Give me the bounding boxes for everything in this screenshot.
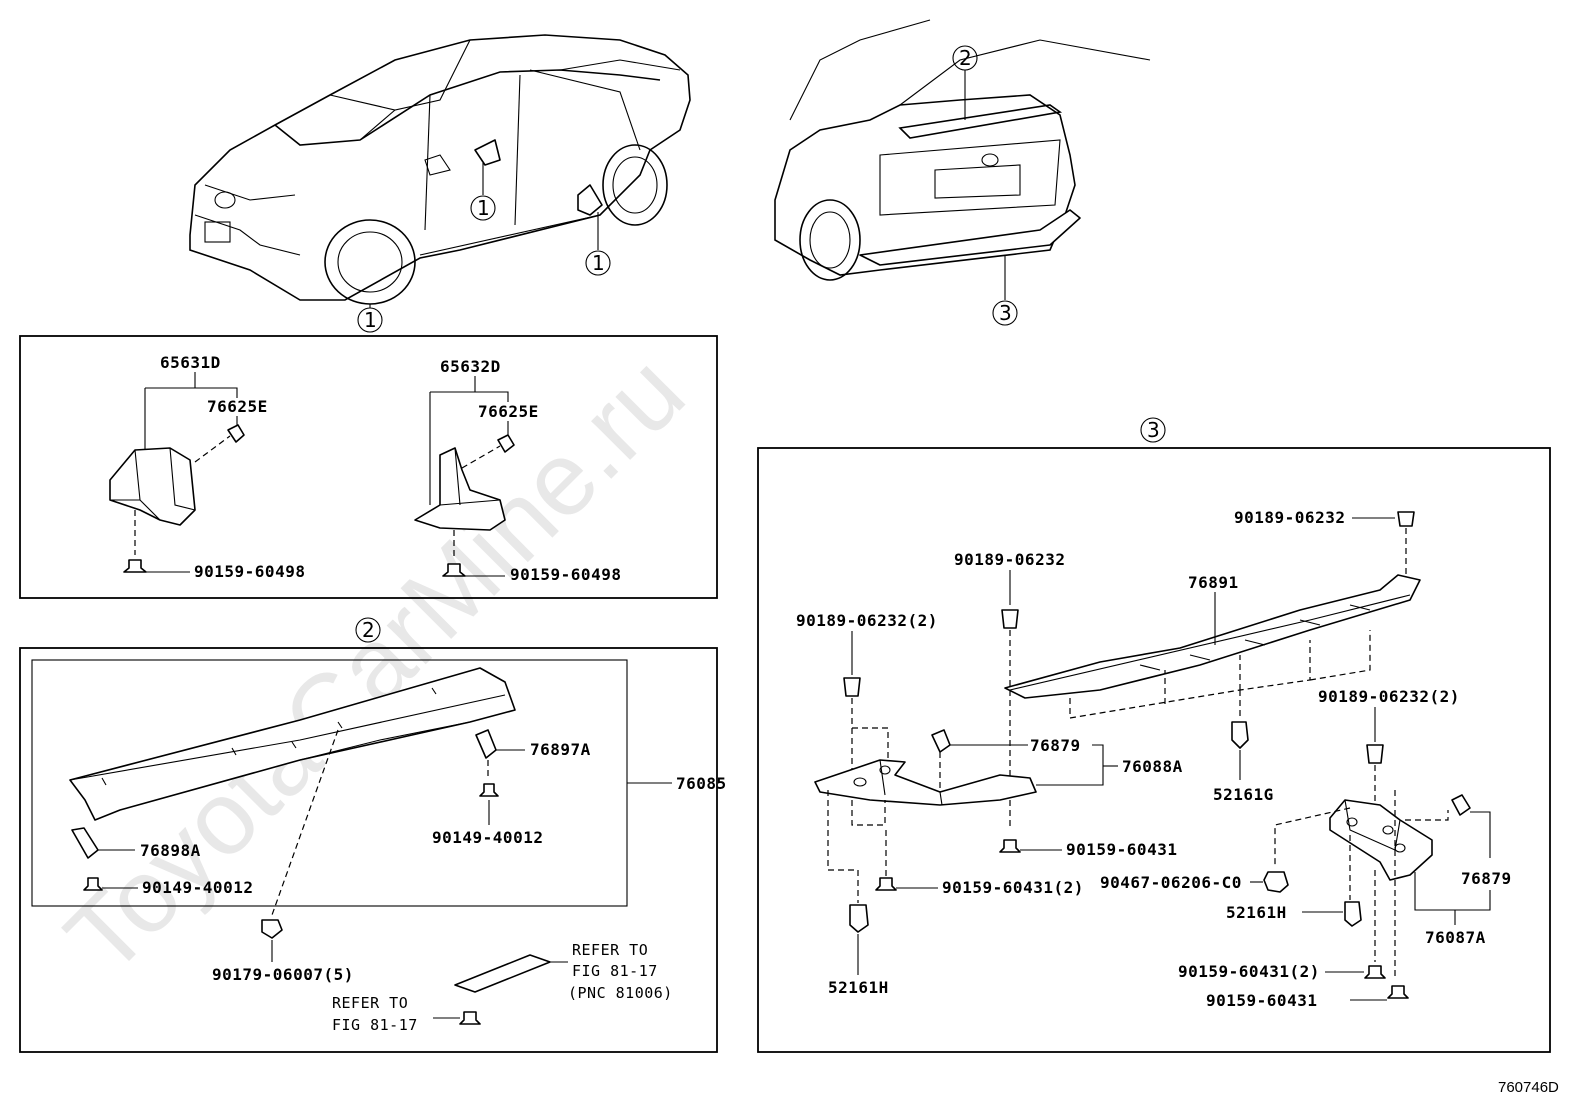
section-2-frame [19, 647, 718, 1053]
pn-76897a: 76897A [530, 740, 591, 759]
callout-1-label: 1 [477, 196, 490, 220]
callout-2-label: 2 [362, 618, 375, 642]
pn-90467-06206-c0: 90467-06206-C0 [1100, 873, 1242, 892]
clip-90189-06232 [1397, 511, 1415, 527]
pn-76891: 76891 [1188, 573, 1239, 592]
pn-65632d: 65632D [440, 357, 501, 376]
callout-3-marker [1140, 417, 1166, 443]
screw-90159-60431 [999, 839, 1021, 853]
refer-left-line1: REFER TO [332, 994, 408, 1012]
pn-90149-40012-left: 90149-40012 [142, 878, 253, 897]
pn-90189-06232-top-right: 90189-06232 [1234, 508, 1345, 527]
screw-90159-60431 [875, 877, 897, 891]
pn-90179-06007: 90179-06007(5) [212, 965, 354, 984]
pn-76088a: 76088A [1122, 757, 1183, 776]
callout-1-label: 1 [592, 251, 605, 275]
pn-76898a: 76898A [140, 841, 201, 860]
section-3-frame [757, 447, 1551, 1053]
pn-90149-40012-right: 90149-40012 [432, 828, 543, 847]
screw-ref [459, 1011, 481, 1025]
pn-65631d: 65631D [160, 353, 221, 372]
car-rear-illustration [774, 19, 1151, 300]
bracket-65631d [109, 447, 196, 526]
callout-1-marker [585, 250, 611, 276]
bracket-76088a [814, 759, 1037, 806]
callout-3-marker [992, 300, 1018, 326]
clip-76625e [227, 424, 245, 443]
pn-76087a: 76087A [1425, 928, 1486, 947]
screw-90159-60431 [1364, 965, 1386, 979]
screw-90149-40012 [83, 877, 103, 891]
diagram-code: 760746D [1498, 1079, 1559, 1096]
clip-90189-06232 [1001, 609, 1019, 629]
pn-90159-60498-left: 90159-60498 [194, 562, 305, 581]
pn-52161h-left: 52161H [828, 978, 889, 997]
bracket-76897a [475, 729, 497, 759]
clip-76625e [497, 434, 515, 453]
callout-1-marker [357, 307, 383, 333]
clip-52161h [849, 904, 869, 933]
refer-right-line2: FIG 81-17 [572, 962, 658, 980]
pn-90159-60431-right-2: 90159-60431(2) [1178, 962, 1320, 981]
pn-90159-60431-left-2: 90159-60431(2) [942, 878, 1084, 897]
pn-76625e-left: 76625E [207, 397, 268, 416]
refer-right-line3: (PNC 81006) [568, 984, 673, 1002]
clip-52161h [1344, 901, 1362, 927]
bracket-76898a [71, 827, 99, 859]
retainer-76879 [1451, 794, 1471, 816]
bracket-76087a [1329, 799, 1433, 881]
spoiler-76085 [69, 667, 516, 821]
pn-52161h-right: 52161H [1226, 903, 1287, 922]
nut-90467-06206-c0 [1263, 871, 1289, 893]
callout-2-marker [952, 45, 978, 71]
clip-52161g [1231, 721, 1249, 749]
callout-3-label: 3 [999, 301, 1012, 325]
nut-90179-06007 [261, 919, 283, 939]
callout-2-marker [355, 617, 381, 643]
pn-76625e-right: 76625E [478, 402, 539, 421]
screw-90159-60431 [1387, 985, 1409, 999]
retainer-76879 [931, 729, 951, 753]
clip-90189-06232 [1366, 744, 1384, 764]
cover-76891 [1004, 574, 1421, 699]
lamp-ref-81006 [454, 954, 551, 993]
callout-1-marker [470, 195, 496, 221]
pn-90189-06232-mid: 90189-06232 [954, 550, 1065, 569]
clip-90189-06232 [843, 677, 861, 697]
callout-1-label: 1 [364, 308, 377, 332]
bolt-90159-60498 [123, 559, 147, 573]
pn-76879-right: 76879 [1461, 869, 1512, 888]
pn-52161g: 52161G [1213, 785, 1274, 804]
pn-76085: 76085 [676, 774, 727, 793]
screw-90149-40012 [479, 783, 499, 797]
pn-90159-60431-right: 90159-60431 [1206, 991, 1317, 1010]
callout-2-label: 2 [959, 46, 972, 70]
section-1-frame [19, 335, 718, 599]
pn-90159-60498-right: 90159-60498 [510, 565, 621, 584]
refer-right-line1: REFER TO [572, 941, 648, 959]
pn-76879-left: 76879 [1030, 736, 1081, 755]
car-front-illustration [189, 34, 691, 308]
callout-3-label: 3 [1147, 418, 1160, 442]
pn-90189-06232-right: 90189-06232(2) [1318, 687, 1460, 706]
pn-90189-06232-left: 90189-06232(2) [796, 611, 938, 630]
pn-90159-60431-mid: 90159-60431 [1066, 840, 1177, 859]
bracket-65632d [414, 447, 506, 531]
refer-left-line2: FIG 81-17 [332, 1016, 418, 1034]
